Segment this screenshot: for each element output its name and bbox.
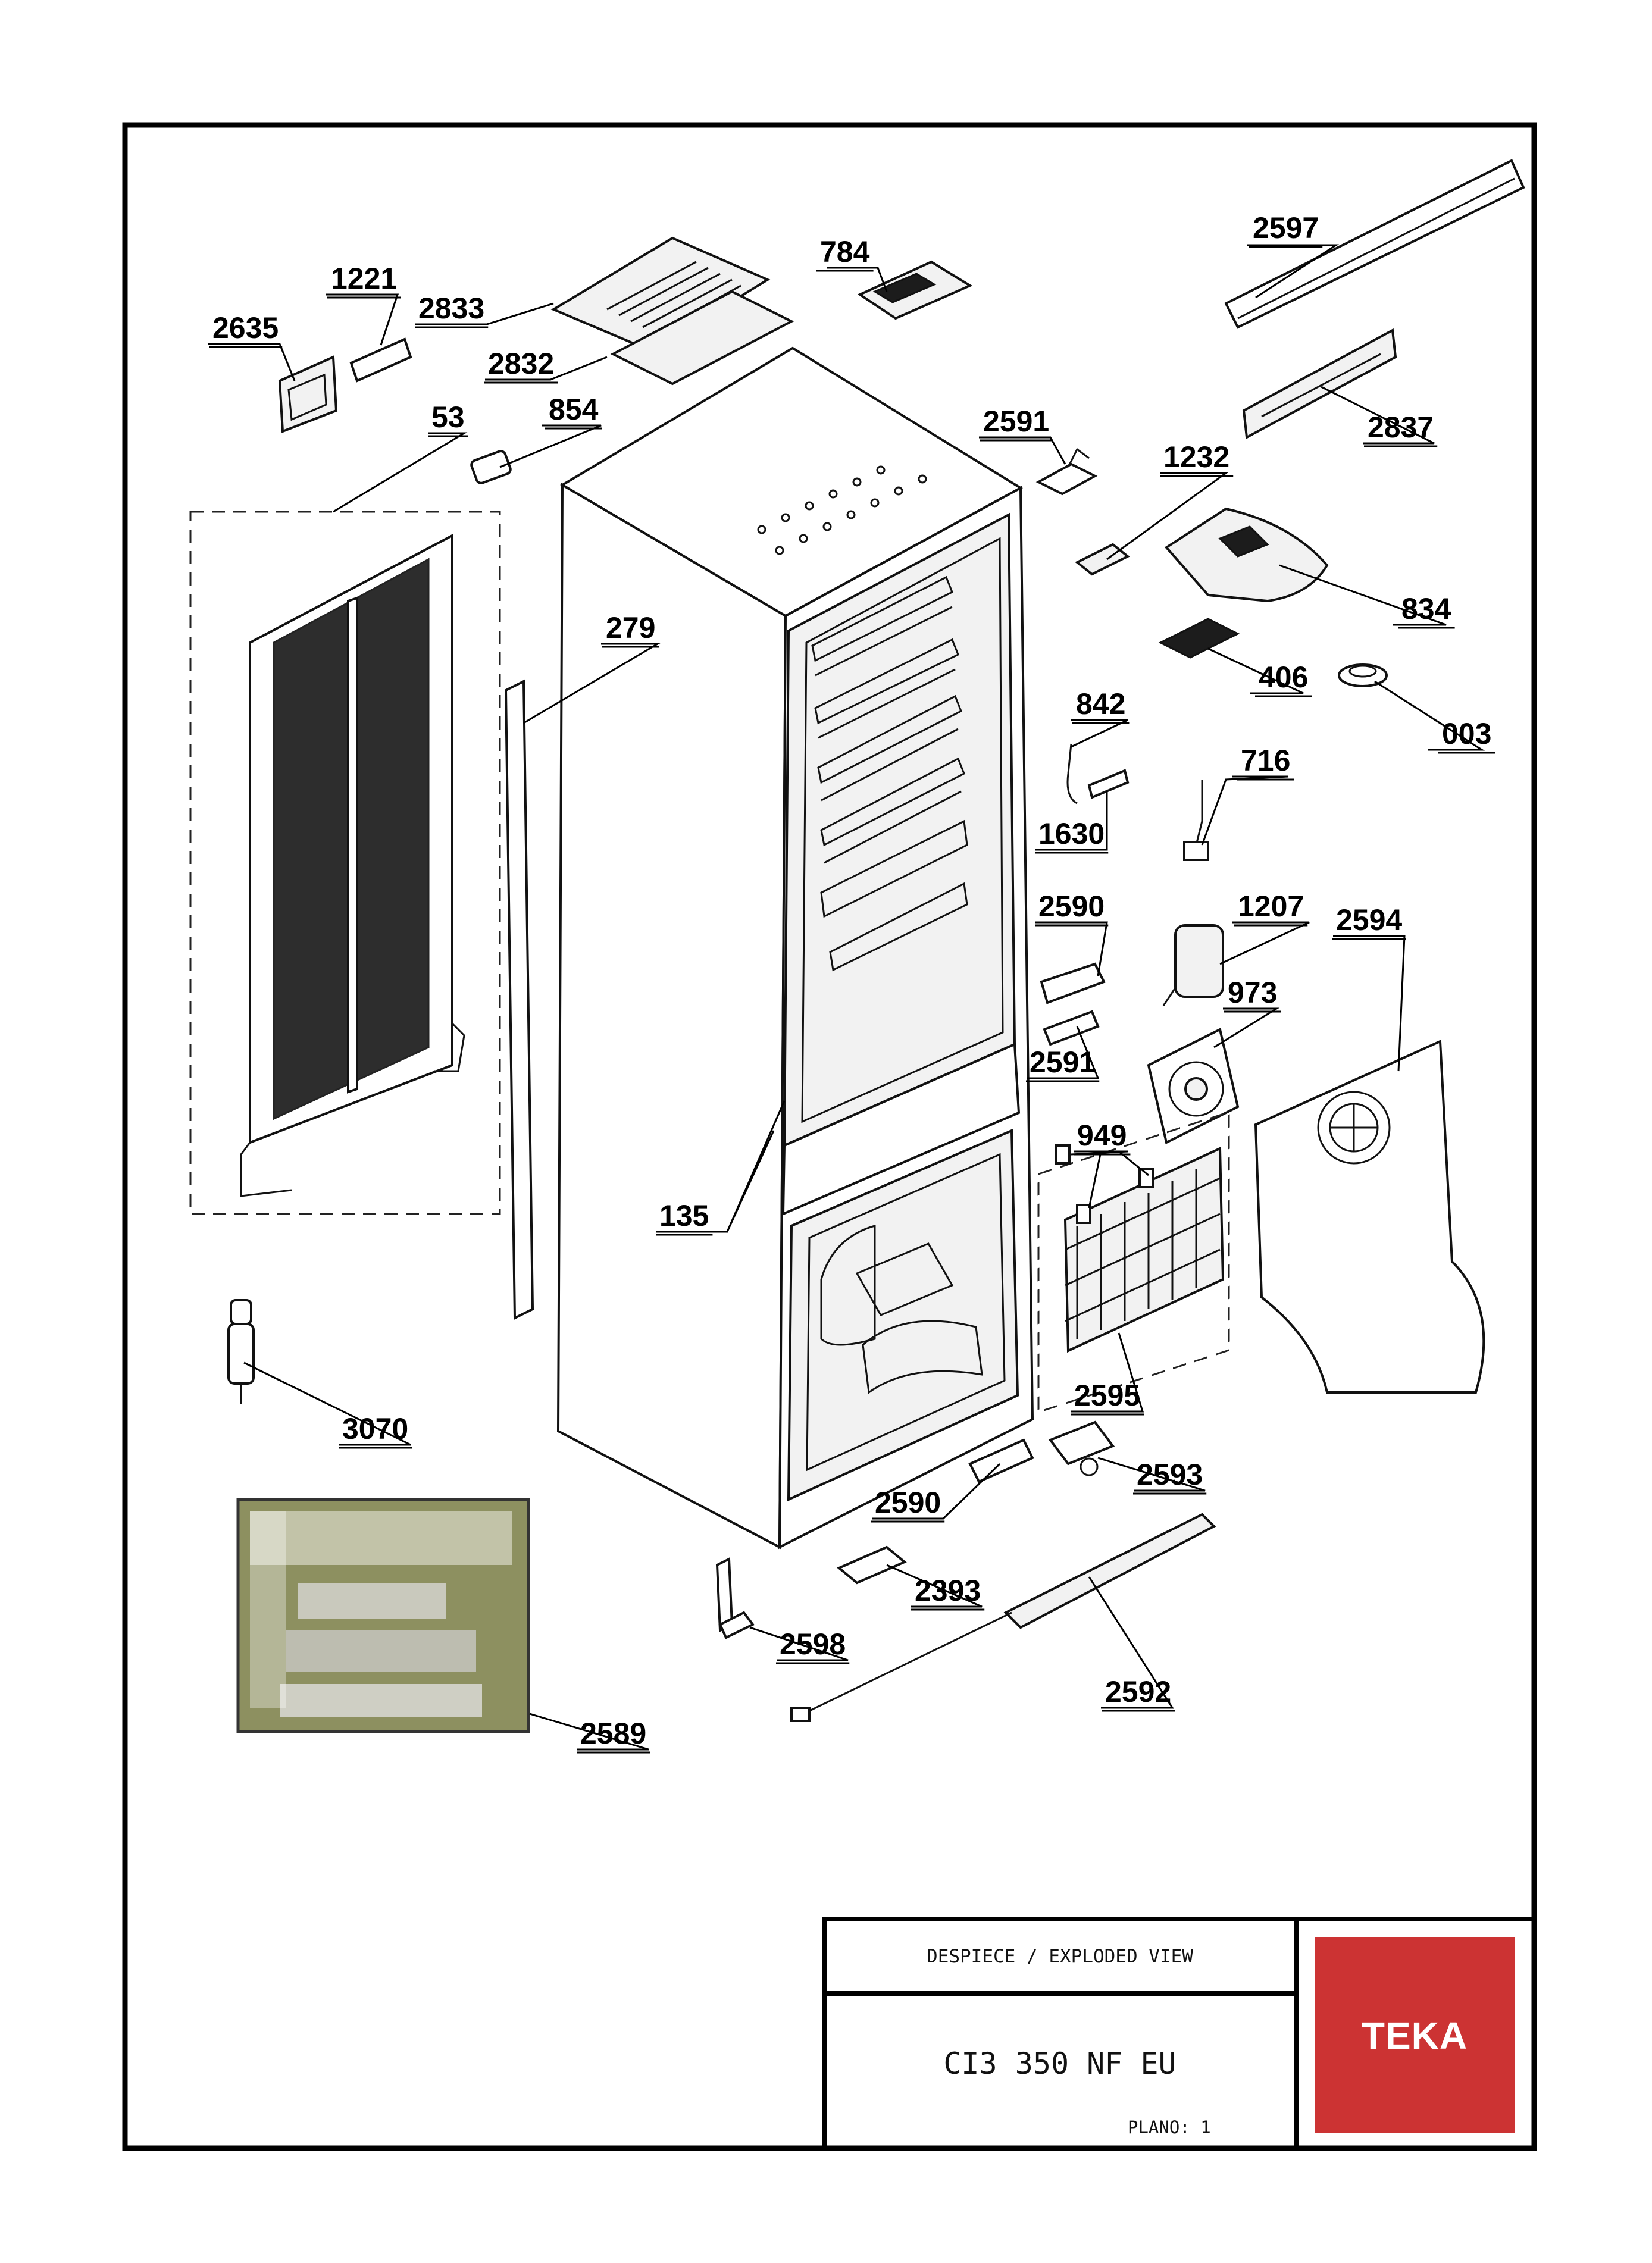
brand-logo-box <box>1315 1937 1515 2133</box>
heater-strip <box>790 1513 1216 1722</box>
electronic-board <box>857 260 973 320</box>
callout-973: 973 <box>1228 976 1277 1009</box>
callout-2591-top: 2591 <box>983 405 1049 438</box>
top-cover-plate <box>550 236 771 353</box>
hinge-plate-lower <box>968 1438 1034 1483</box>
clips-949 <box>1055 1144 1154 1224</box>
callout-2590-lower: 2590 <box>875 1486 941 1519</box>
hinge-upper-left <box>1043 1010 1100 1046</box>
title-block: DESPIECE / EXPLODED VIEW CI3 350 NF EU P… <box>822 1917 1537 2151</box>
fan-973 <box>1147 1028 1240 1144</box>
callout-1232: 1232 <box>1163 440 1229 474</box>
sheet-number: PLANO: 1 <box>1128 2117 1211 2137</box>
callout-2635: 2635 <box>212 311 279 345</box>
harness-716 <box>1183 780 1209 861</box>
model-name: CI3 350 NF EU <box>943 2046 1176 2081</box>
callout-1221: 1221 <box>331 262 397 295</box>
callout-135: 135 <box>659 1199 709 1232</box>
callout-279: 279 <box>606 611 655 644</box>
condenser-grid <box>189 511 501 1215</box>
callout-784: 784 <box>820 235 870 268</box>
callout-834: 834 <box>1401 592 1451 625</box>
hinge-bracket <box>837 1545 907 1585</box>
bracket-2635 <box>278 355 338 433</box>
callout-949: 949 <box>1077 1119 1127 1152</box>
upper-hinge <box>1035 447 1098 496</box>
callout-2832: 2832 <box>488 347 554 380</box>
callout-2593: 2593 <box>1137 1458 1203 1491</box>
leader-lines <box>208 244 1485 1751</box>
sensor-unit-1207 <box>1162 924 1224 1006</box>
lower-hinge <box>1048 1420 1115 1476</box>
callout-2597: 2597 <box>1253 211 1319 245</box>
insulation-plate <box>610 290 794 386</box>
callout-2594: 2594 <box>1336 903 1402 937</box>
callout-2591-mid: 2591 <box>1030 1046 1096 1079</box>
filter-dryer <box>227 1299 255 1404</box>
cap-003 <box>1338 663 1388 687</box>
display-support <box>1242 328 1397 440</box>
callout-716: 716 <box>1241 744 1290 777</box>
callout-2598: 2598 <box>780 1627 846 1661</box>
foot-bracket <box>715 1557 755 1639</box>
callout-2837: 2837 <box>1368 411 1434 444</box>
brand-logo: TEKA <box>1362 2014 1468 2057</box>
callout-842: 842 <box>1076 687 1125 721</box>
callout-2833: 2833 <box>418 292 484 325</box>
callout-2589: 2589 <box>580 1717 646 1750</box>
lamp-housing <box>1164 507 1329 603</box>
bracket-1232 <box>1075 543 1130 576</box>
connector-854 <box>470 450 512 484</box>
callout-003: 003 <box>1442 717 1491 750</box>
hinge-plate-upper <box>1040 962 1106 1004</box>
callout-1207: 1207 <box>1238 890 1304 923</box>
sensor-842 <box>1066 743 1078 805</box>
pad-1221 <box>349 337 412 383</box>
filter-grille <box>1158 618 1240 659</box>
callout-1630: 1630 <box>1038 817 1105 850</box>
callout-854: 854 <box>549 393 599 426</box>
evaporator-cover <box>1254 1039 1485 1394</box>
callout-406: 406 <box>1259 661 1308 694</box>
module-1630 <box>1087 769 1130 799</box>
callout-2595: 2595 <box>1074 1379 1140 1412</box>
title-heading: DESPIECE / EXPLODED VIEW <box>927 1946 1193 1967</box>
accessory-kit-photo <box>236 1498 530 1733</box>
callout-53: 53 <box>431 400 465 434</box>
callout-2590-upper: 2590 <box>1038 890 1105 923</box>
cabinet-shell <box>556 346 1034 1550</box>
callout-2592: 2592 <box>1105 1675 1171 1708</box>
callout-2393: 2393 <box>915 1574 981 1607</box>
callout-labels: 2597 784 1221 2833 2635 2832 53 854 2591… <box>209 211 1495 1754</box>
callout-3070: 3070 <box>342 1412 408 1445</box>
gasket-strip <box>504 679 534 1320</box>
top-trim-profile <box>1224 159 1525 329</box>
